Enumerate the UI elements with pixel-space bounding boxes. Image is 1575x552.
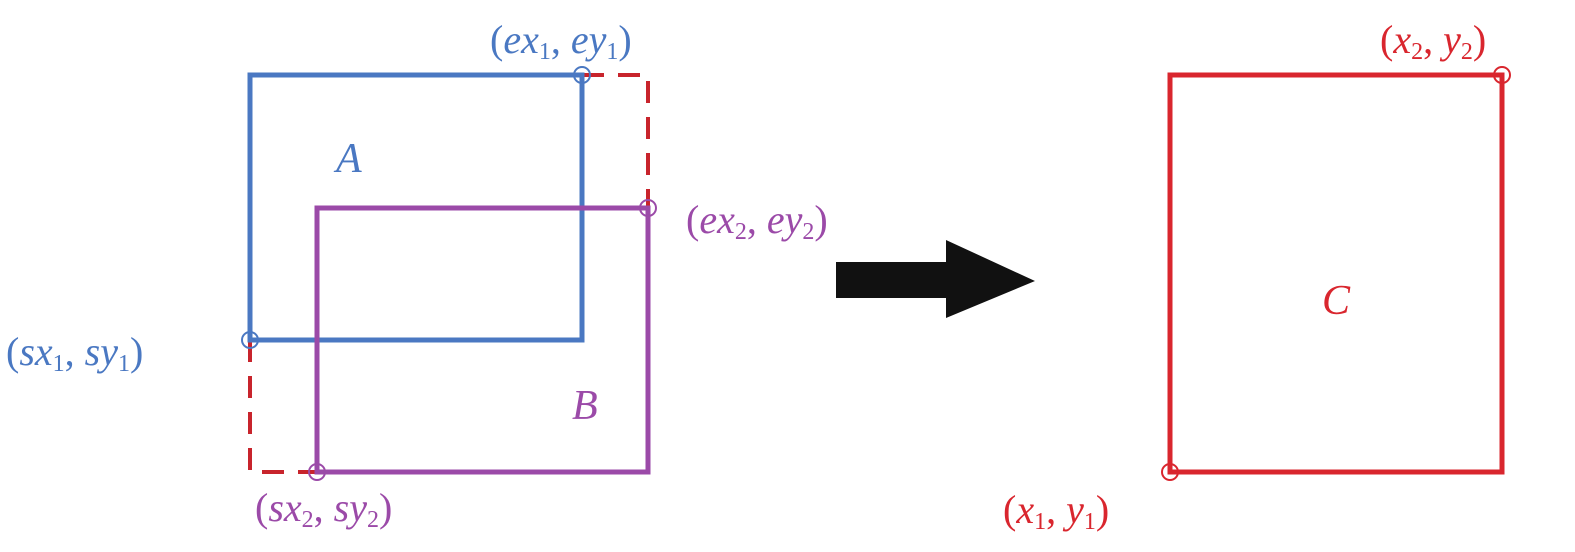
label-subscript: 2 bbox=[1411, 39, 1424, 65]
label-var: ex bbox=[699, 197, 735, 242]
label-separator: , bbox=[64, 329, 85, 374]
right-arrow-icon bbox=[836, 240, 1035, 318]
label-var: sy bbox=[333, 485, 367, 530]
label-var: y bbox=[1066, 487, 1084, 532]
union-dashed-outline bbox=[248, 73, 650, 474]
label-close-paren: ) bbox=[618, 17, 632, 62]
label-separator: , bbox=[1046, 487, 1067, 532]
box-b-name: B bbox=[572, 383, 598, 429]
box-c-top-right-marker bbox=[1493, 66, 1511, 84]
label-open-paren: ( bbox=[1003, 487, 1017, 532]
label-separator: , bbox=[1423, 17, 1444, 62]
label-subscript: 2 bbox=[802, 219, 815, 245]
label-var: x bbox=[1016, 487, 1035, 532]
box-c-name: C bbox=[1322, 278, 1351, 324]
label-subscript: 2 bbox=[301, 507, 314, 533]
box-b-bottom-left-label: (sx2, sy2) bbox=[255, 485, 393, 533]
label-subscript: 2 bbox=[734, 219, 747, 245]
label-subscript: 1 bbox=[538, 39, 551, 65]
box-b-top-right-marker bbox=[639, 199, 657, 217]
box-c-top-right-label: (x2, y2) bbox=[1380, 17, 1487, 65]
label-subscript: 1 bbox=[52, 351, 65, 377]
label-open-paren: ( bbox=[255, 485, 269, 530]
label-close-paren: ) bbox=[378, 485, 393, 530]
label-var: ey bbox=[766, 197, 803, 242]
label-separator: , bbox=[313, 485, 334, 530]
box-c-rectangle bbox=[1167, 72, 1505, 475]
label-open-paren: ( bbox=[490, 17, 504, 62]
label-subscript: 2 bbox=[1460, 39, 1473, 65]
box-a-bottom-left-label: (sx1, sy1) bbox=[6, 329, 144, 377]
box-a-bottom-left-marker bbox=[241, 331, 259, 349]
label-open-paren: ( bbox=[686, 197, 700, 242]
label-open-paren: ( bbox=[6, 329, 20, 374]
label-var: ey bbox=[570, 17, 607, 62]
label-subscript: 2 bbox=[366, 507, 379, 533]
label-subscript: 1 bbox=[117, 351, 130, 377]
box-c-bottom-left-marker bbox=[1161, 463, 1179, 481]
box-b-bottom-left-marker bbox=[308, 463, 326, 481]
box-a-name: A bbox=[336, 136, 362, 182]
label-separator: , bbox=[550, 17, 571, 62]
label-var: x bbox=[1393, 17, 1412, 62]
label-open-paren: ( bbox=[1380, 17, 1394, 62]
label-var: ex bbox=[503, 17, 539, 62]
label-subscript: 1 bbox=[1083, 509, 1096, 535]
label-subscript: 1 bbox=[1034, 509, 1047, 535]
label-separator: , bbox=[746, 197, 767, 242]
label-var: sx bbox=[19, 329, 53, 374]
box-a-top-right-label: (ex1, ey1) bbox=[490, 17, 632, 65]
label-close-paren: ) bbox=[1095, 487, 1110, 532]
label-close-paren: ) bbox=[129, 329, 144, 374]
label-var: sy bbox=[84, 329, 118, 374]
box-b-rectangle bbox=[314, 205, 651, 475]
label-subscript: 1 bbox=[606, 39, 619, 65]
box-c-bottom-left-label: (x1, y1) bbox=[1003, 487, 1110, 535]
box-b-top-right-label: (ex2, ey2) bbox=[686, 197, 828, 245]
label-close-paren: ) bbox=[1472, 17, 1487, 62]
label-var: sx bbox=[268, 485, 302, 530]
label-var: y bbox=[1443, 17, 1461, 62]
box-a-top-right-marker bbox=[573, 66, 591, 84]
label-close-paren: ) bbox=[814, 197, 828, 242]
